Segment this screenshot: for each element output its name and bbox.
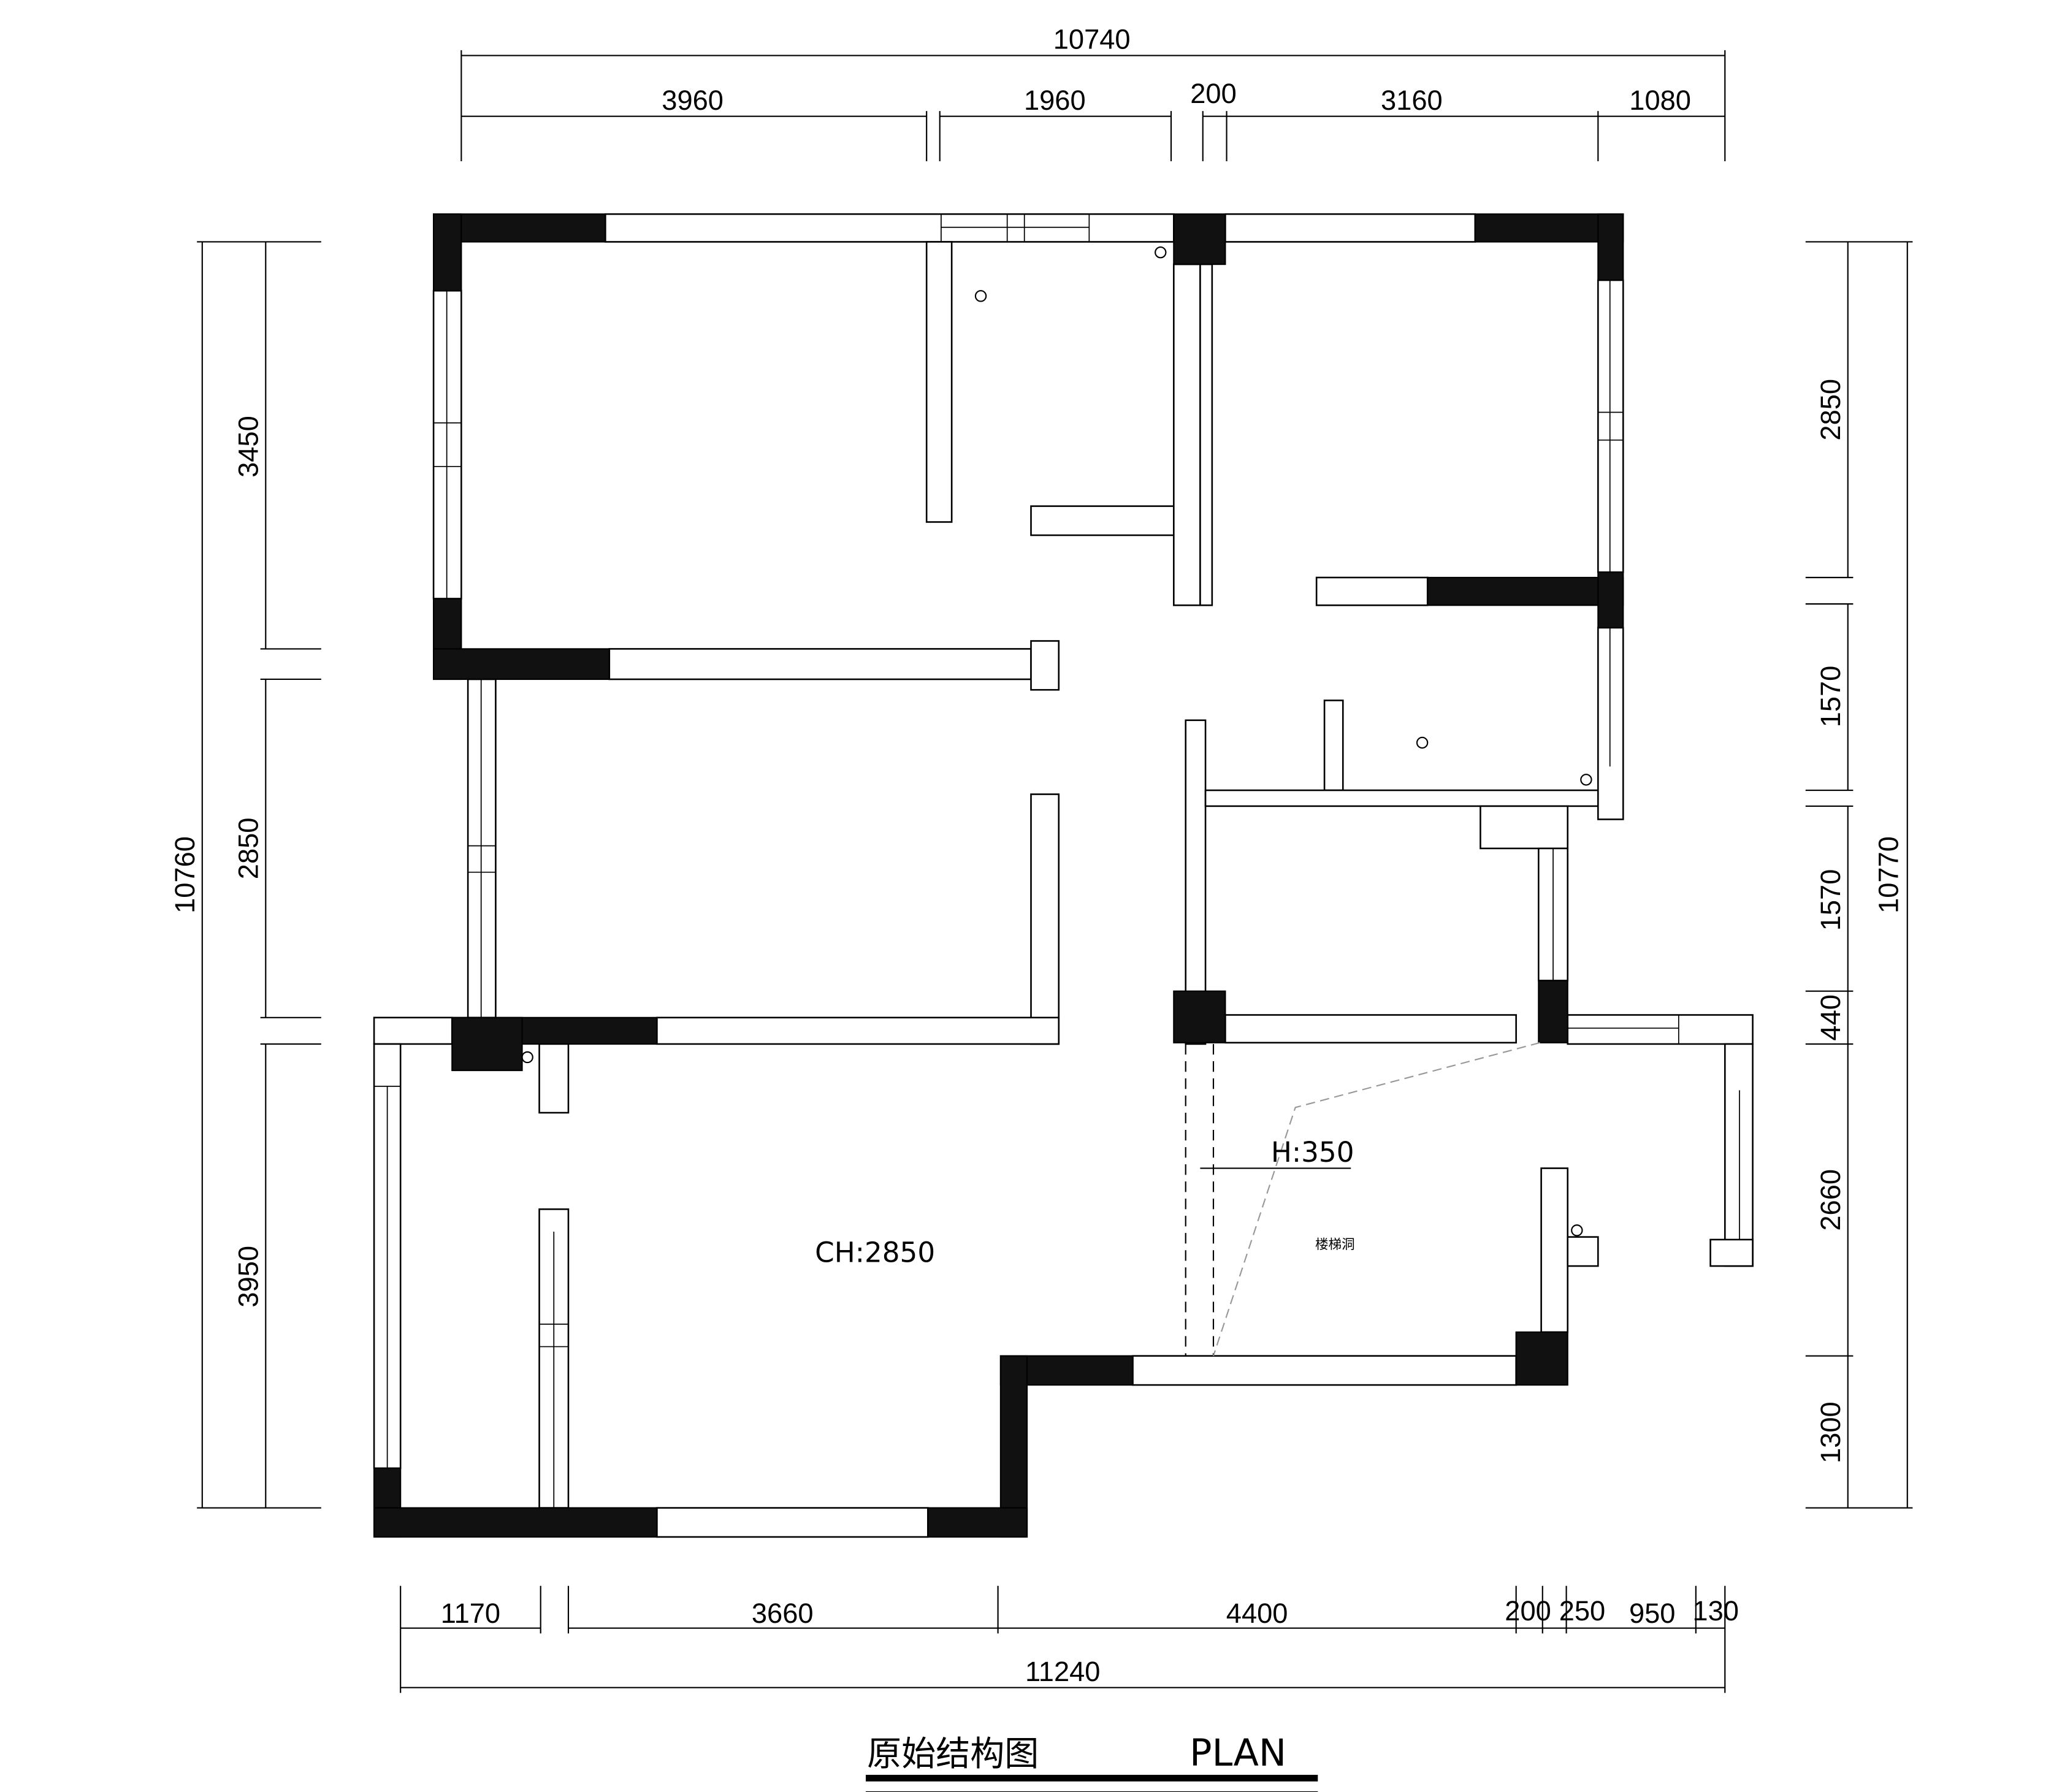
dim-left-3: 3950 bbox=[232, 1246, 264, 1308]
dim-right-3: 1570 bbox=[1815, 869, 1846, 931]
dim-right-1: 2850 bbox=[1815, 379, 1846, 441]
plan-title-cn: 原始结构图 bbox=[867, 1734, 1039, 1774]
dim-left-2: 2850 bbox=[232, 818, 264, 880]
walls bbox=[373, 213, 1754, 1538]
top-dimensions: 10740 3960 1960 200 3160 1080 bbox=[460, 24, 1726, 161]
beam-dashed-lines bbox=[1185, 1042, 1540, 1356]
stair-opening-label: 楼梯洞 bbox=[1315, 1237, 1355, 1252]
dim-right-5: 2660 bbox=[1815, 1169, 1846, 1231]
dim-top-1: 3960 bbox=[662, 85, 724, 116]
window-lines bbox=[374, 214, 1740, 1508]
step-height-label: H:350 bbox=[1271, 1136, 1354, 1169]
dim-bottom-4: 200 bbox=[1505, 1595, 1551, 1626]
pipe-icons bbox=[521, 246, 1592, 1237]
bottom-dimensions: 1170 3660 4400 200 250 950 130 11240 bbox=[400, 1585, 1739, 1693]
dim-left-1: 3450 bbox=[232, 416, 264, 478]
dim-right-2: 1570 bbox=[1815, 666, 1846, 728]
right-dimensions: 10770 2850 1570 1570 440 2660 1300 bbox=[1805, 241, 1913, 1509]
dim-top-2: 1960 bbox=[1024, 85, 1086, 116]
dim-bottom-5: 250 bbox=[1559, 1595, 1606, 1626]
dim-right-total: 10770 bbox=[1873, 836, 1904, 913]
title-underline-thick bbox=[866, 1774, 1318, 1782]
dim-right-4: 440 bbox=[1815, 994, 1846, 1040]
dim-top-5: 1080 bbox=[1629, 85, 1691, 116]
dim-left-total: 10760 bbox=[169, 836, 200, 913]
ceiling-height-label: CH:2850 bbox=[815, 1237, 935, 1269]
dim-top-total: 10740 bbox=[1053, 24, 1131, 55]
plan-title-en: PLAN bbox=[1189, 1732, 1286, 1775]
dim-bottom-1: 1170 bbox=[441, 1598, 500, 1629]
structural-columns bbox=[373, 213, 1624, 1538]
dim-bottom-6: 950 bbox=[1629, 1598, 1676, 1629]
dim-bottom-total: 11240 bbox=[1025, 1656, 1100, 1687]
dim-top-3: 200 bbox=[1190, 78, 1237, 109]
dim-bottom-3: 4400 bbox=[1226, 1598, 1288, 1629]
dim-right-6: 1300 bbox=[1815, 1401, 1846, 1463]
dim-bottom-7: 130 bbox=[1692, 1595, 1739, 1626]
dim-top-4: 3160 bbox=[1381, 85, 1443, 116]
dim-bottom-2: 3660 bbox=[752, 1598, 814, 1629]
left-dimensions: 10760 3450 2850 3950 bbox=[169, 241, 321, 1509]
